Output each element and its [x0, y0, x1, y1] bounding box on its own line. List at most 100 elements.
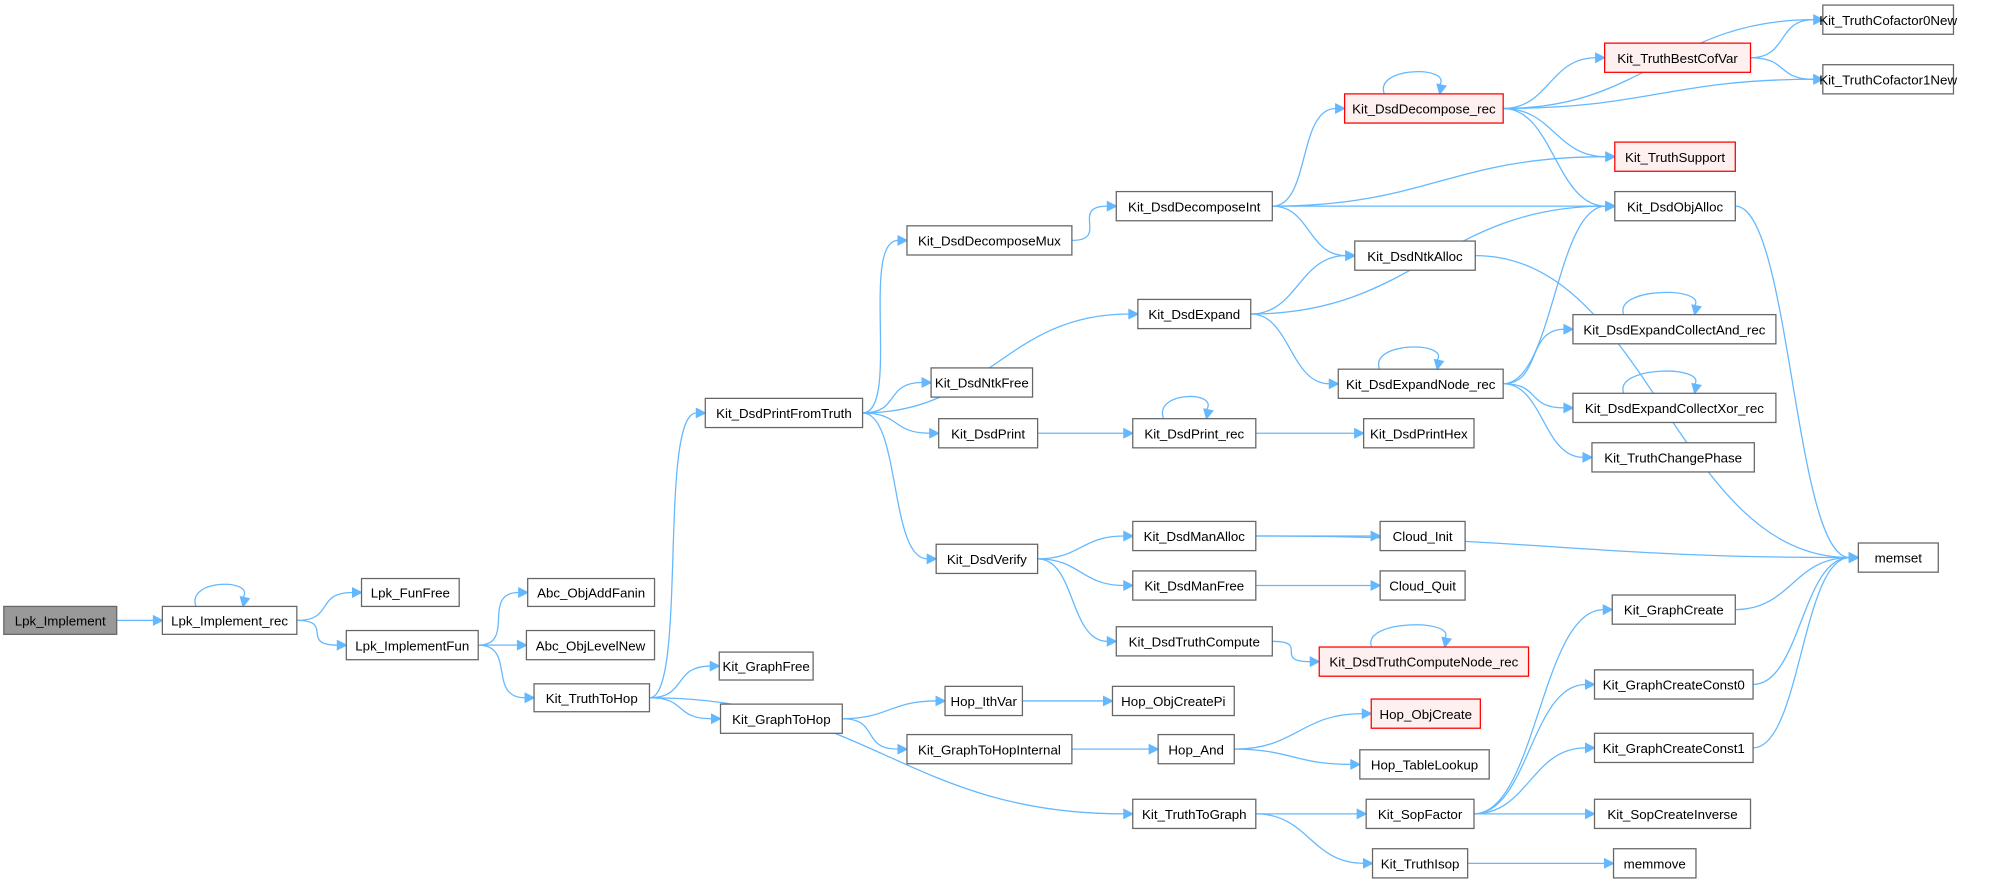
node-memmove[interactable]: memmove [1612, 848, 1697, 879]
node-kit-graph-create[interactable]: Kit_GraphCreate [1611, 594, 1736, 625]
edge-lpk-implement-rec-to-lpk-implement-fun [296, 619, 338, 646]
node-kit-dsd-verify[interactable]: Kit_DsdVerify [935, 543, 1039, 575]
edge-hop-and-to-hop-table-lookup [1234, 748, 1351, 766]
node-abc-obj-add-fanin[interactable]: Abc_ObjAddFanin [527, 577, 656, 608]
edge-kit-dsd-expand-to-kit-dsd-ntk-alloc [1250, 255, 1346, 315]
edge-kit-dsd-truth-compute-node-rec-to-kit-dsd-truth-compute-node-rec-arrowhead [1441, 636, 1453, 649]
edge-kit-dsd-expand-to-kit-dsd-expand-node-rec [1250, 313, 1330, 385]
edge-kit-dsd-verify-to-kit-dsd-man-alloc-arrowhead [1123, 530, 1135, 542]
edge-kit-graph-to-hop-to-kit-graph-to-hop-internal-arrowhead [897, 743, 909, 755]
node-kit-graph-to-hop[interactable]: Kit_GraphToHop [719, 703, 843, 734]
node-hop-ith-var[interactable]: Hop_IthVar [944, 685, 1024, 717]
edge-kit-dsd-verify-to-kit-dsd-truth-compute [1037, 558, 1108, 642]
node-label: Kit_DsdNtkFree [935, 376, 1029, 391]
node-kit-dsd-print[interactable]: Kit_DsdPrint [938, 418, 1039, 449]
node-label: Cloud_Quit [1389, 579, 1456, 594]
node-kit-graph-to-hop-internal[interactable]: Kit_GraphToHopInternal [906, 733, 1073, 765]
node-kit-dsd-expand-collect-and-rec[interactable]: Kit_DsdExpandCollectAnd_rec [1572, 313, 1777, 345]
node-box [1132, 798, 1257, 830]
edge-kit-dsd-verify-to-kit-dsd-man-free-arrowhead [1123, 580, 1135, 591]
edge-kit-dsd-verify-to-kit-dsd-man-free [1037, 558, 1124, 587]
node-kit-truth-to-hop[interactable]: Kit_TruthToHop [533, 683, 651, 713]
edge-lpk-implement-fun-to-abc-obj-add-fanin-arrowhead [518, 587, 530, 598]
node-lpk-implement[interactable]: Lpk_Implement [3, 605, 118, 635]
edge-kit-truth-to-graph-to-kit-truth-isop [1255, 813, 1364, 864]
node-kit-graph-free[interactable]: Kit_GraphFree [718, 651, 814, 681]
edge-kit-graph-to-hop-to-hop-ith-var [842, 700, 937, 720]
node-box [3, 605, 118, 635]
node-kit-truth-change-phase[interactable]: Kit_TruthChangePhase [1591, 442, 1755, 473]
node-hop-table-lookup[interactable]: Hop_TableLookup [1359, 749, 1490, 780]
node-kit-dsd-ntk-alloc[interactable]: Kit_DsdNtkAlloc [1354, 240, 1476, 271]
node-kit-truth-isop[interactable]: Kit_TruthIsop [1371, 848, 1469, 879]
edge-kit-dsd-print-rec-to-kit-dsd-print-rec-arrowhead [1203, 408, 1214, 421]
node-kit-truth-to-graph[interactable]: Kit_TruthToGraph [1132, 798, 1257, 830]
node-lpk-implement-rec[interactable]: Lpk_Implement_rec [161, 605, 298, 635]
edge-kit-dsd-print-from-truth-to-kit-dsd-decompose-mux-arrowhead [897, 234, 909, 246]
node-kit-dsd-print-hex[interactable]: Kit_DsdPrintHex [1362, 418, 1475, 449]
node-box [1614, 141, 1736, 172]
node-label: Kit_TruthCofactor1New [1819, 72, 1957, 87]
node-kit-truth-support[interactable]: Kit_TruthSupport [1614, 141, 1736, 172]
node-kit-dsd-expand-node-rec[interactable]: Kit_DsdExpandNode_rec [1337, 368, 1504, 399]
edge-kit-dsd-expand-node-rec-to-kit-truth-change-phase-arrowhead [1582, 451, 1594, 463]
node-kit-dsd-decompose-mux[interactable]: Kit_DsdDecomposeMux [906, 225, 1073, 256]
node-kit-dsd-print-from-truth[interactable]: Kit_DsdPrintFromTruth [704, 397, 864, 429]
edge-hop-and-to-hop-obj-create-arrowhead [1361, 708, 1373, 720]
node-kit-truth-best-cof-var[interactable]: Kit_TruthBestCofVar [1604, 42, 1752, 73]
nodes-layer: Lpk_Implement Lpk_Implement_rec Lpk_FunFre… [3, 4, 1957, 879]
edge-kit-graph-create-const1-to-memset [1753, 556, 1850, 749]
edge-kit-truth-to-hop-to-kit-graph-free [649, 665, 711, 699]
edge-kit-dsd-print-from-truth-to-kit-dsd-expand [862, 313, 1129, 414]
edge-kit-dsd-expand-to-kit-dsd-ntk-alloc-arrowhead [1345, 250, 1357, 262]
edge-lpk-implement-rec-to-lpk-implement-rec-arrowhead [239, 596, 251, 608]
node-kit-dsd-obj-alloc[interactable]: Kit_DsdObjAlloc [1614, 190, 1736, 222]
node-box [1132, 418, 1257, 449]
node-lpk-implement-fun[interactable]: Lpk_ImplementFun [345, 629, 479, 661]
node-label: Kit_DsdExpandCollectAnd_rec [1583, 322, 1765, 337]
node-kit-dsd-truth-compute[interactable]: Kit_DsdTruthCompute [1115, 626, 1273, 657]
node-kit-graph-create-const0[interactable]: Kit_GraphCreateConst0 [1593, 669, 1754, 700]
node-kit-dsd-ntk-free[interactable]: Kit_DsdNtkFree [930, 367, 1034, 398]
node-lpk-fun-free[interactable]: Lpk_FunFree [360, 577, 460, 608]
node-kit-graph-create-const1[interactable]: Kit_GraphCreateConst1 [1593, 732, 1754, 764]
node-label: Kit_DsdPrint_rec [1144, 426, 1244, 441]
node-label: Abc_ObjLevelNew [536, 638, 646, 653]
edge-kit-dsd-print-from-truth-to-kit-dsd-verify-arrowhead [926, 553, 938, 565]
node-box [1604, 42, 1752, 73]
node-box [1318, 646, 1530, 677]
node-kit-dsd-decompose-int[interactable]: Kit_DsdDecomposeInt [1115, 190, 1273, 222]
edge-kit-truth-to-graph-to-kit-truth-isop-arrowhead [1362, 857, 1374, 869]
edge-kit-dsd-obj-alloc-to-memset [1735, 205, 1850, 559]
node-box [1359, 749, 1490, 780]
node-cloud-quit[interactable]: Cloud_Quit [1379, 570, 1466, 601]
node-hop-obj-create[interactable]: Hop_ObjCreate [1370, 698, 1481, 729]
node-kit-truth-cofactor0-new[interactable]: Kit_TruthCofactor0New [1819, 4, 1957, 35]
node-label: memset [1875, 551, 1923, 566]
edge-kit-sop-factor-to-kit-graph-create-const0 [1473, 683, 1586, 815]
node-kit-dsd-truth-compute-node-rec[interactable]: Kit_DsdTruthComputeNode_rec [1318, 646, 1530, 677]
node-cloud-init[interactable]: Cloud_Init [1379, 520, 1466, 552]
node-memset[interactable]: memset [1857, 542, 1939, 573]
node-abc-obj-level-new[interactable]: Abc_ObjLevelNew [525, 629, 656, 661]
node-kit-sop-factor[interactable]: Kit_SopFactor [1365, 798, 1475, 830]
edge-kit-truth-to-hop-to-kit-graph-to-hop-arrowhead [710, 713, 722, 725]
node-kit-dsd-expand[interactable]: Kit_DsdExpand [1137, 298, 1252, 330]
node-box [1822, 64, 1955, 95]
node-box [1371, 848, 1469, 879]
node-kit-dsd-print-rec[interactable]: Kit_DsdPrint_rec [1132, 418, 1257, 449]
node-box [718, 651, 814, 681]
node-hop-obj-create-pi[interactable]: Hop_ObjCreatePi [1111, 685, 1235, 717]
node-kit-truth-cofactor1-new[interactable]: Kit_TruthCofactor1New [1819, 64, 1957, 95]
edge-kit-dsd-decompose-rec-to-kit-truth-cofactor1-new [1503, 78, 1814, 110]
node-kit-dsd-expand-collect-xor-rec[interactable]: Kit_DsdExpandCollectXor_rec [1572, 392, 1777, 424]
node-hop-and[interactable]: Hop_And [1157, 733, 1235, 765]
node-box [719, 703, 843, 734]
edge-kit-dsd-print-from-truth-to-kit-dsd-expand-arrowhead [1128, 308, 1140, 320]
node-box [1614, 190, 1736, 222]
node-kit-dsd-decompose-rec[interactable]: Kit_DsdDecompose_rec [1343, 93, 1504, 124]
node-kit-sop-create-inverse[interactable]: Kit_SopCreateInverse [1593, 798, 1752, 830]
node-box [1365, 798, 1475, 830]
node-kit-dsd-man-free[interactable]: Kit_DsdManFree [1132, 570, 1257, 601]
node-kit-dsd-man-alloc[interactable]: Kit_DsdManAlloc [1132, 520, 1257, 552]
